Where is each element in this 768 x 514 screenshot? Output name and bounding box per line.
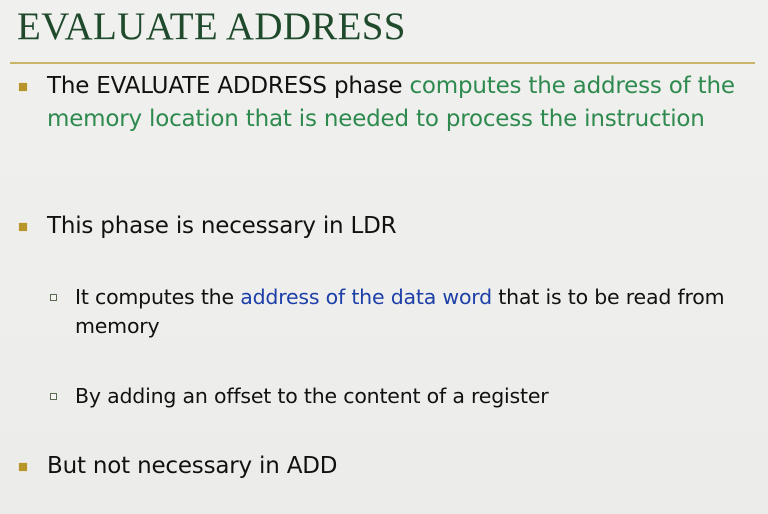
hollow-square-bullet-icon	[50, 294, 57, 301]
sub-bullet-1-text-a: It computes the	[75, 285, 241, 309]
filled-square-bullet-icon	[19, 463, 27, 471]
filled-square-bullet-icon	[19, 223, 27, 231]
sub-bullet-2-text: By adding an offset to the content of a …	[75, 384, 549, 408]
sub-bullet-item-1: It computes the address of the data word…	[75, 283, 745, 341]
bullet-2-text: This phase is necessary in LDR	[47, 213, 397, 239]
sub-bullet-1-text-b: that is to be read from memory	[75, 285, 725, 338]
bullet-3-text: But not necessary in ADD	[47, 453, 338, 479]
bullet-1-text: The EVALUATE ADDRESS phase	[47, 73, 410, 99]
title-divider	[10, 62, 755, 64]
hollow-square-bullet-icon	[50, 393, 57, 400]
bullet-item-3: But not necessary in ADD	[47, 450, 747, 483]
sub-bullet-1-highlight: address of the data word	[240, 285, 492, 309]
sub-bullet-item-2: By adding an offset to the content of a …	[75, 382, 745, 411]
slide-title: EVALUATE ADDRESS	[17, 5, 406, 48]
filled-square-bullet-icon	[19, 83, 27, 91]
bullet-1-highlight: computes the address of the memory locat…	[47, 73, 735, 132]
bullet-item-1: The EVALUATE ADDRESS phase computes the …	[47, 70, 747, 135]
bullet-item-2: This phase is necessary in LDR	[47, 210, 747, 243]
